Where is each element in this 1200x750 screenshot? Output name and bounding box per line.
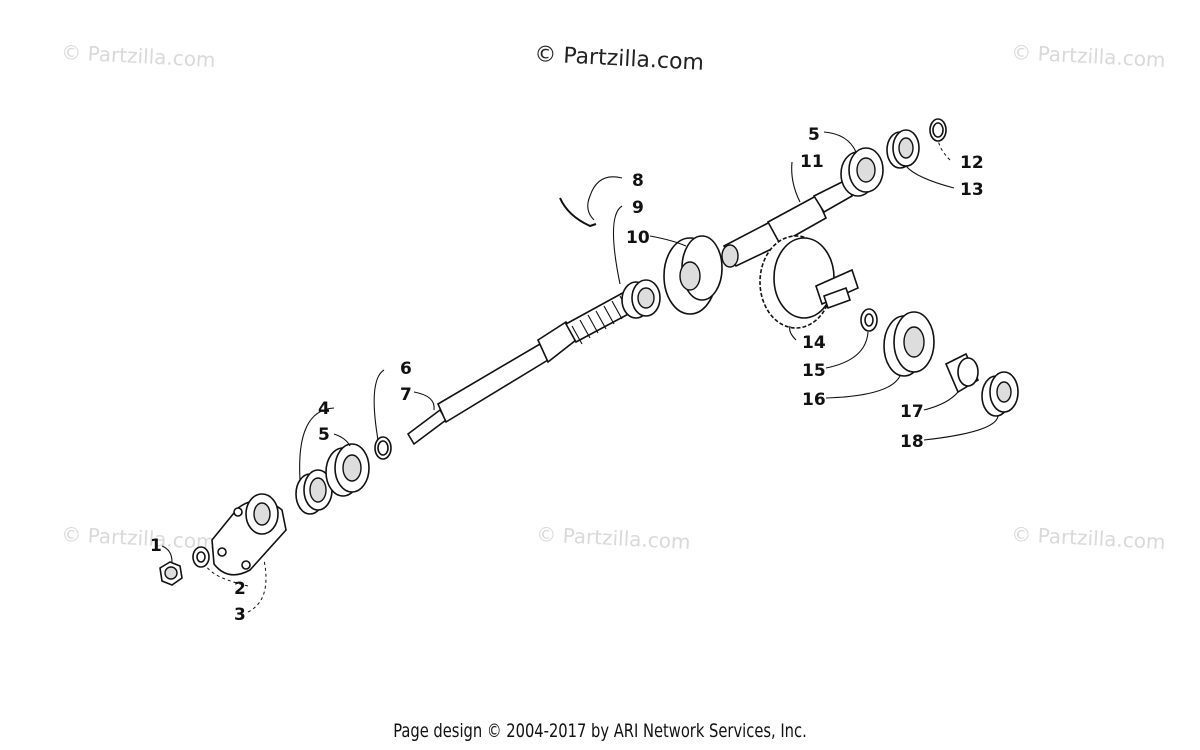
part-input-shaft [721,178,853,268]
part-snap-ring-upper [929,118,947,142]
callout-labels: 1 2 3 4 5 6 7 8 9 10 5 11 12 13 14 15 16… [150,125,984,625]
part-nut [159,561,183,586]
callout-3: 3 [234,605,246,625]
callout-1: 1 [150,536,162,556]
part-flange [211,493,287,576]
part-gear-large [759,235,859,329]
callout-2: 2 [234,579,246,599]
part-circlip [559,197,597,228]
callout-14: 14 [802,333,826,353]
callout-16: 16 [802,390,826,410]
callout-9: 9 [632,198,644,218]
callout-18: 18 [900,432,924,452]
part-washer [192,546,210,568]
callout-10: 10 [626,228,650,248]
callout-15: 15 [802,361,826,381]
part-bearing-small [981,371,1019,417]
callout-5: 5 [318,425,330,445]
callout-17: 17 [900,402,924,422]
part-needle-bearing [621,279,661,319]
part-bearing-lower [325,443,370,497]
callout-6: 6 [400,359,412,379]
callout-11: 11 [800,152,824,172]
callout-13: 13 [960,180,984,200]
part-washer-mid [860,308,878,332]
callout-8: 8 [632,171,644,191]
part-bearing-large [883,311,935,377]
part-output-shaft [406,288,638,446]
part-gear-upper [663,235,723,315]
footer-copyright: Page design © 2004-2017 by ARI Network S… [393,720,807,742]
callout-5-upper: 5 [808,125,820,145]
part-bearing-upper [840,147,884,197]
part-sleeve [944,352,980,394]
part-snap-ring-lower [374,436,392,460]
callout-4: 4 [318,399,330,419]
part-seal-upper [886,129,920,169]
callout-12: 12 [960,153,984,173]
leader-lines [161,131,999,613]
callout-7: 7 [400,385,412,405]
